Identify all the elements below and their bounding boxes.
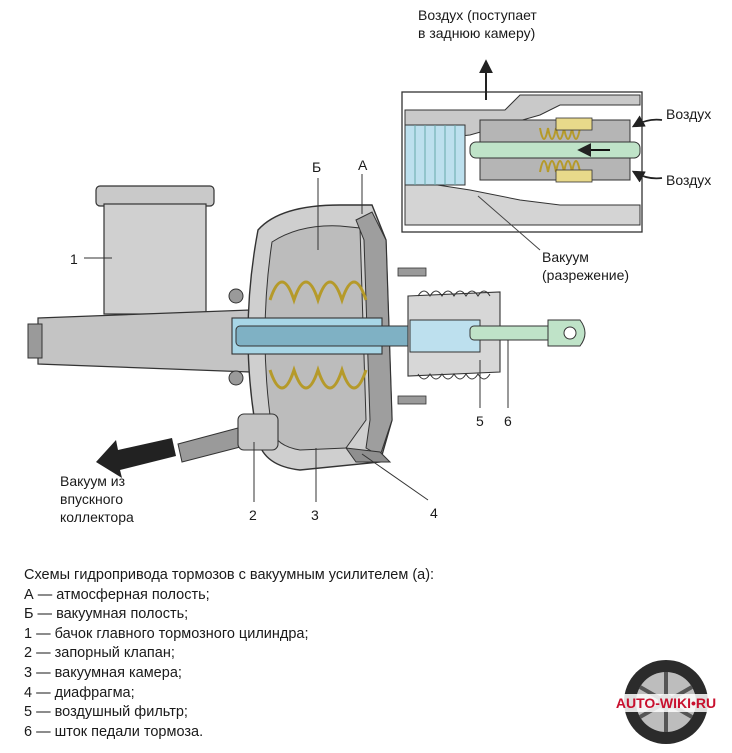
valve-inset-detail xyxy=(401,91,643,233)
label-cavity-b: Б xyxy=(312,159,321,175)
label-vacuum-inset: Вакуум (разрежение) xyxy=(542,249,629,283)
label-vacuum-manifold: Вакуум из впускного коллектора xyxy=(60,473,134,525)
booster-spring xyxy=(268,280,368,390)
air-in-arrow-1 xyxy=(631,115,663,128)
label-number-4: 4 xyxy=(430,505,438,521)
legend-item: 5 — воздушный фильтр; xyxy=(24,704,188,721)
label-air-right-2: Воздух xyxy=(666,172,711,188)
legend-item: 4 — диафрагма; xyxy=(24,684,135,701)
vacuum-manifold-arrow xyxy=(96,438,176,478)
label-number-5: 5 xyxy=(476,413,484,429)
reservoir xyxy=(27,185,251,373)
air-in-arrow-2 xyxy=(631,170,663,183)
label-number-1: 1 xyxy=(70,251,78,267)
legend-title: Схемы гидропривода тормозов с вакуумным … xyxy=(24,567,435,583)
label-air-top: Воздух (поступает в заднюю камеру) xyxy=(418,7,541,41)
label-cavity-a: А xyxy=(358,157,368,173)
boot-air-filter xyxy=(407,290,501,380)
legend-item: А — атмосферная полость; xyxy=(24,586,210,603)
label-number-3: 3 xyxy=(311,507,319,523)
brake-booster-diagram: Воздух (поступает в заднюю камеру) Возду… xyxy=(27,7,711,525)
inset-spring xyxy=(539,127,581,173)
label-number-2: 2 xyxy=(249,507,257,523)
legend-item: 6 — шток педали тормоза. xyxy=(24,723,204,740)
auto-wiki-logo: AUTO-WIKI•RU xyxy=(608,660,724,744)
legend-item: 1 — бачок главного тормозного цилиндра; xyxy=(24,625,309,642)
label-air-right-1: Воздух xyxy=(666,106,711,122)
vacuum-leader-line xyxy=(477,195,541,251)
diaphragm xyxy=(344,447,392,463)
booster-body xyxy=(228,204,437,471)
leader-lines xyxy=(84,174,509,502)
legend-item: 3 — вакуумная камера; xyxy=(24,664,182,681)
legend-item: 2 — запорный клапан; xyxy=(24,645,175,662)
label-number-6: 6 xyxy=(504,413,512,429)
check-valve xyxy=(177,413,279,463)
pedal-rod xyxy=(469,319,586,347)
legend: Схемы гидропривода тормозов с вакуумным … xyxy=(24,566,584,742)
legend-item: Б — вакуумная полость; xyxy=(24,606,189,623)
logo-text: AUTO-WIKI•RU xyxy=(616,695,716,711)
